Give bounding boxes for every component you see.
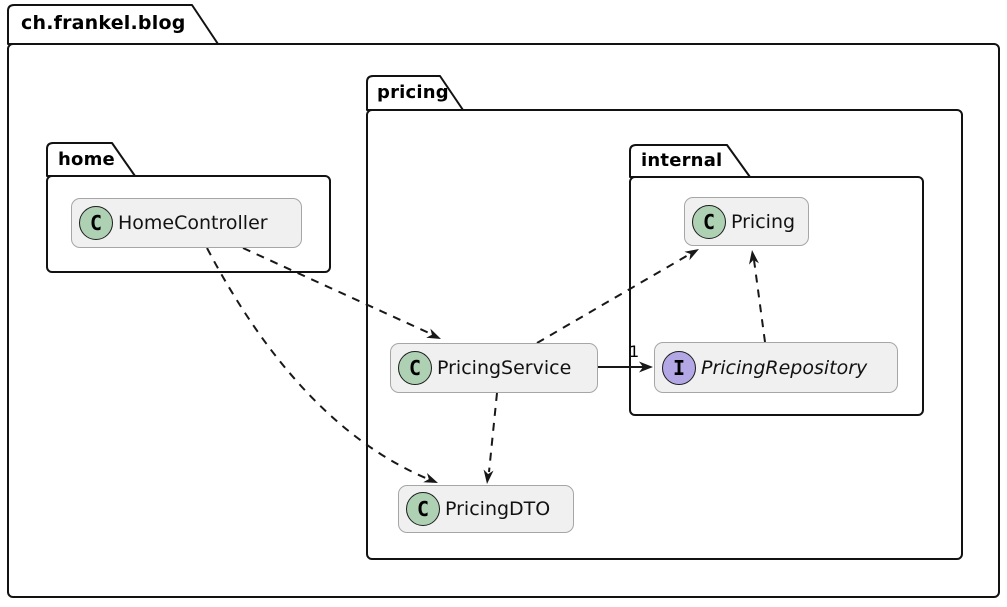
package-label-root: ch.frankel.blog <box>21 12 186 34</box>
class-spot-icon: C <box>398 351 432 385</box>
edge-homecontroller-pricingservice <box>242 247 430 334</box>
arrowhead <box>639 361 653 373</box>
interface-pricingrepository: I PricingRepository <box>654 342 898 393</box>
arrowhead <box>483 469 494 484</box>
arrowhead <box>423 473 438 483</box>
package-tab <box>366 75 464 111</box>
interface-spot-icon: I <box>662 350 696 385</box>
package-label-pricing: pricing <box>377 82 449 103</box>
class-name: HomeController <box>118 212 268 234</box>
class-name: PricingService <box>437 357 572 379</box>
multiplicity-label: 1 <box>629 342 640 361</box>
class-spot-icon: C <box>79 206 113 240</box>
package-label-home: home <box>58 149 115 170</box>
class-name: Pricing <box>731 210 796 233</box>
class-name: PricingDTO <box>445 498 551 520</box>
edge-pricingservice-pricingdto <box>488 392 498 473</box>
class-homecontroller: C HomeController <box>71 198 302 248</box>
class-pricingservice: C PricingService <box>390 343 598 393</box>
package-tab <box>46 142 136 177</box>
class-spot-icon: C <box>692 204 726 239</box>
class-pricingdto: C PricingDTO <box>398 485 574 533</box>
arrowhead <box>684 249 699 261</box>
package-tab <box>629 144 751 178</box>
package-label-internal: internal <box>641 150 723 171</box>
interface-name: PricingRepository <box>701 356 868 379</box>
arrowhead <box>426 328 441 339</box>
class-spot-icon: C <box>406 492 440 526</box>
edge-homecontroller-pricingdto <box>206 247 429 480</box>
package-tab <box>7 4 219 45</box>
arrowhead <box>749 250 759 265</box>
class-pricing: C Pricing <box>684 197 809 246</box>
